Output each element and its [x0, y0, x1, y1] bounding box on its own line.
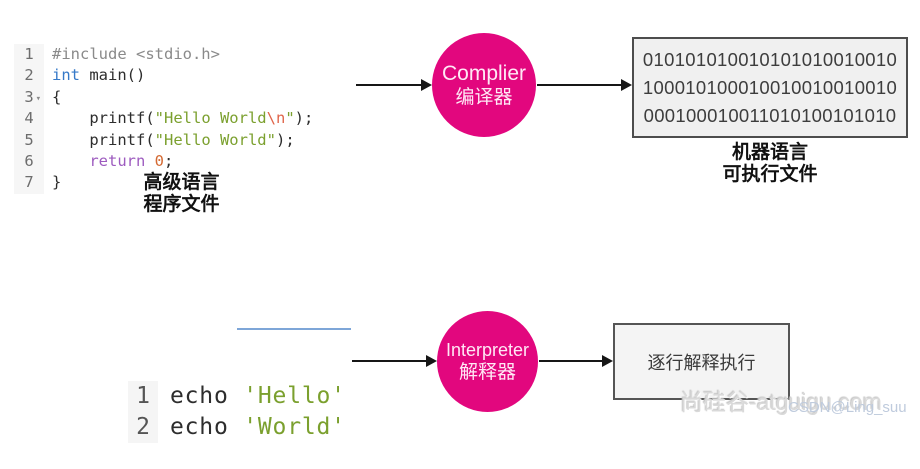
code-text: echo 'Hello' — [170, 383, 346, 409]
result-box-label: 逐行解释执行 — [647, 352, 756, 373]
code-text: printf("Hello World"); — [52, 130, 295, 149]
line-by-line-execution-box: 逐行解释执行 — [613, 323, 790, 400]
line-number: 2 — [14, 65, 44, 87]
arrow-code-to-compiler — [356, 79, 432, 91]
fold-marker-icon: ▾ — [35, 93, 42, 104]
code-text: return 0; — [89, 151, 174, 170]
code-text: #include <stdio.h> — [52, 45, 220, 63]
arrow-shell-to-interpreter — [352, 355, 437, 367]
code-line: 2 echo 'World' — [128, 412, 346, 443]
code-line: 3▾ { — [14, 86, 313, 109]
code-line: 4 printf("Hello World\n"); — [14, 108, 314, 130]
code-line: 7} — [14, 172, 313, 194]
selection-underline — [237, 328, 351, 330]
interpreter-node: Interpreter 解释器 — [437, 311, 538, 412]
compiler-name-en: Complier — [441, 61, 527, 85]
watermark-site: 尚硅谷-atguigu.com — [680, 389, 882, 415]
line-number: 1 — [128, 381, 158, 412]
machine-code-label: 机器语言 可执行文件 — [632, 142, 908, 186]
binary-line: 010101010010101010010010 — [642, 48, 898, 70]
compiler-name-zh: 编译器 — [455, 86, 513, 108]
code-line: 1 #include <stdio.h> — [14, 44, 313, 66]
line-number: 5 — [14, 129, 44, 151]
interpreter-name-zh: 解释器 — [458, 362, 516, 383]
shell-code-block: 1 echo 'Hello' 2 echo 'World' — [128, 329, 346, 469]
arrow-interpreter-to-result — [539, 355, 613, 367]
interpreter-name-en: Interpreter — [445, 340, 530, 360]
binary-line: 100010100010010010010010 — [642, 76, 898, 98]
machine-code-label-line2: 可执行文件 — [722, 164, 818, 185]
code-text: printf("Hello World\n"); — [52, 109, 314, 128]
watermark-author: CSDN@Ling_suu — [788, 399, 907, 416]
code-text: echo 'World' — [170, 414, 346, 440]
machine-code-label-line1: 机器语言 — [731, 142, 808, 163]
c-source-code-block: 1 #include <stdio.h> 2 int main() 3▾ {4 print… — [14, 8, 313, 212]
code-line: 1 echo 'Hello' — [128, 381, 346, 412]
code-text: { — [52, 87, 62, 106]
shell-code-lines: 1 echo 'Hello' 2 echo 'World' — [128, 381, 346, 443]
line-number: 6 — [14, 150, 44, 173]
code-line: 5 printf("Hello World"); — [14, 129, 313, 151]
code-text: } — [52, 173, 62, 192]
machine-code-box: 010101010010101010010010 1000101000100100… — [632, 37, 908, 138]
code-line: 2 int main() — [14, 65, 313, 87]
line-number: 1 — [14, 44, 44, 66]
line-number: 2 — [128, 412, 158, 443]
line-number: 3▾ — [14, 86, 44, 109]
source-code-label: 高级语言 程序文件 — [109, 172, 254, 216]
compiler-node: Complier 编译器 — [432, 33, 536, 137]
code-line: 6 return 0; — [14, 150, 313, 173]
arrow-compiler-to-machine — [537, 79, 632, 91]
code-text: int main() — [52, 66, 146, 85]
line-number: 7 — [14, 172, 44, 194]
binary-line: 000100010011010100101010 — [643, 104, 897, 126]
source-code-label-line2: 程序文件 — [143, 194, 220, 215]
c-code-lines: 1 #include <stdio.h> 2 int main() 3▾ {4 print… — [14, 44, 313, 194]
line-number: 4 — [14, 108, 44, 130]
source-code-label-line1: 高级语言 — [143, 172, 220, 193]
